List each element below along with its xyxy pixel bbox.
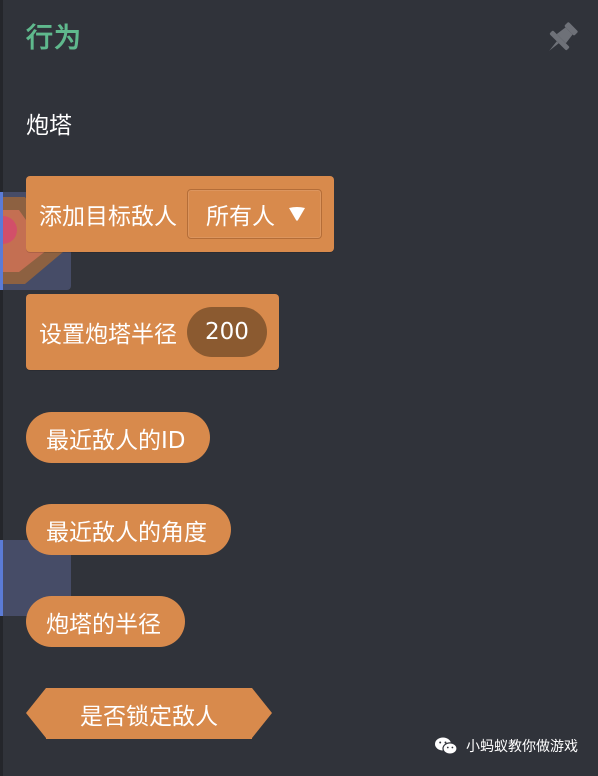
dropdown-value: 所有人 — [206, 204, 275, 230]
nearest-enemy-angle-block[interactable]: 最近敌人的角度 — [26, 504, 231, 555]
pin-icon[interactable] — [540, 16, 584, 60]
add-target-enemy-block[interactable]: 添加目标敌人 所有人 — [26, 176, 334, 252]
palette-left-edge — [0, 0, 3, 776]
block-label: 炮塔的半径 — [46, 611, 161, 638]
category-title: 行为 — [26, 23, 82, 54]
block-label: 最近敌人的角度 — [46, 519, 207, 546]
watermark: 小蚂蚁教你做游戏 — [434, 736, 578, 756]
target-dropdown[interactable]: 所有人 — [187, 189, 322, 239]
block-label: 最近敌人的ID — [46, 427, 186, 454]
block-label: 设置炮塔半径 — [39, 322, 177, 348]
turret-radius-block[interactable]: 炮塔的半径 — [26, 596, 185, 647]
section-label: 炮塔 — [26, 113, 72, 139]
caret-down-icon — [287, 205, 307, 223]
is-target-locked-block[interactable]: 是否锁定敌人 — [26, 688, 272, 739]
block-label: 是否锁定敌人 — [80, 703, 218, 730]
set-turret-radius-block[interactable]: 设置炮塔半径 200 — [26, 294, 279, 370]
wechat-icon — [435, 737, 458, 755]
radius-number-input[interactable]: 200 — [187, 307, 267, 357]
watermark-text: 小蚂蚁教你做游戏 — [466, 739, 578, 755]
block-label: 添加目标敌人 — [39, 204, 177, 230]
nearest-enemy-id-block[interactable]: 最近敌人的ID — [26, 412, 210, 463]
